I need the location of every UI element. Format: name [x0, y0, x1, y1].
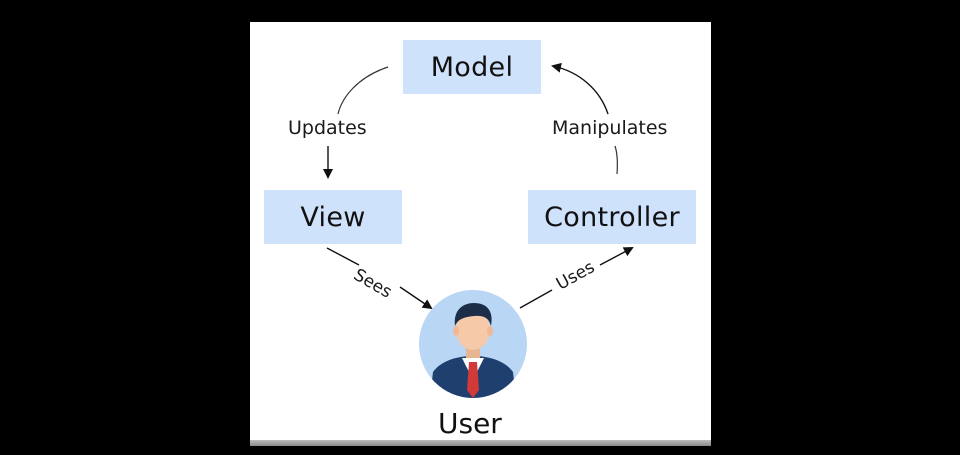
- user-label: User: [438, 407, 502, 440]
- user-avatar-icon: [419, 290, 527, 398]
- updates-label: Updates: [288, 117, 367, 139]
- diagram-canvas: Model View Controller Updates Manipulate…: [250, 22, 711, 445]
- view-node: View: [264, 190, 402, 244]
- manipulates-label: Manipulates: [552, 117, 668, 139]
- arrow-sees-to-user: [399, 286, 433, 310]
- diagram-arrows: [323, 62, 634, 398]
- arrow-user-to-uses: [519, 289, 553, 309]
- arrow-model-to-updates: [337, 66, 389, 115]
- arrow-controller-to-manipulates: [614, 145, 618, 175]
- controller-node: Controller: [528, 190, 696, 244]
- slide-bottom-edge: [250, 440, 711, 446]
- model-node: Model: [403, 40, 541, 94]
- arrow-manipulates-to-model: [551, 62, 609, 115]
- arrow-view-to-user: [326, 247, 360, 266]
- arrow-uses-to-controller: [599, 247, 634, 266]
